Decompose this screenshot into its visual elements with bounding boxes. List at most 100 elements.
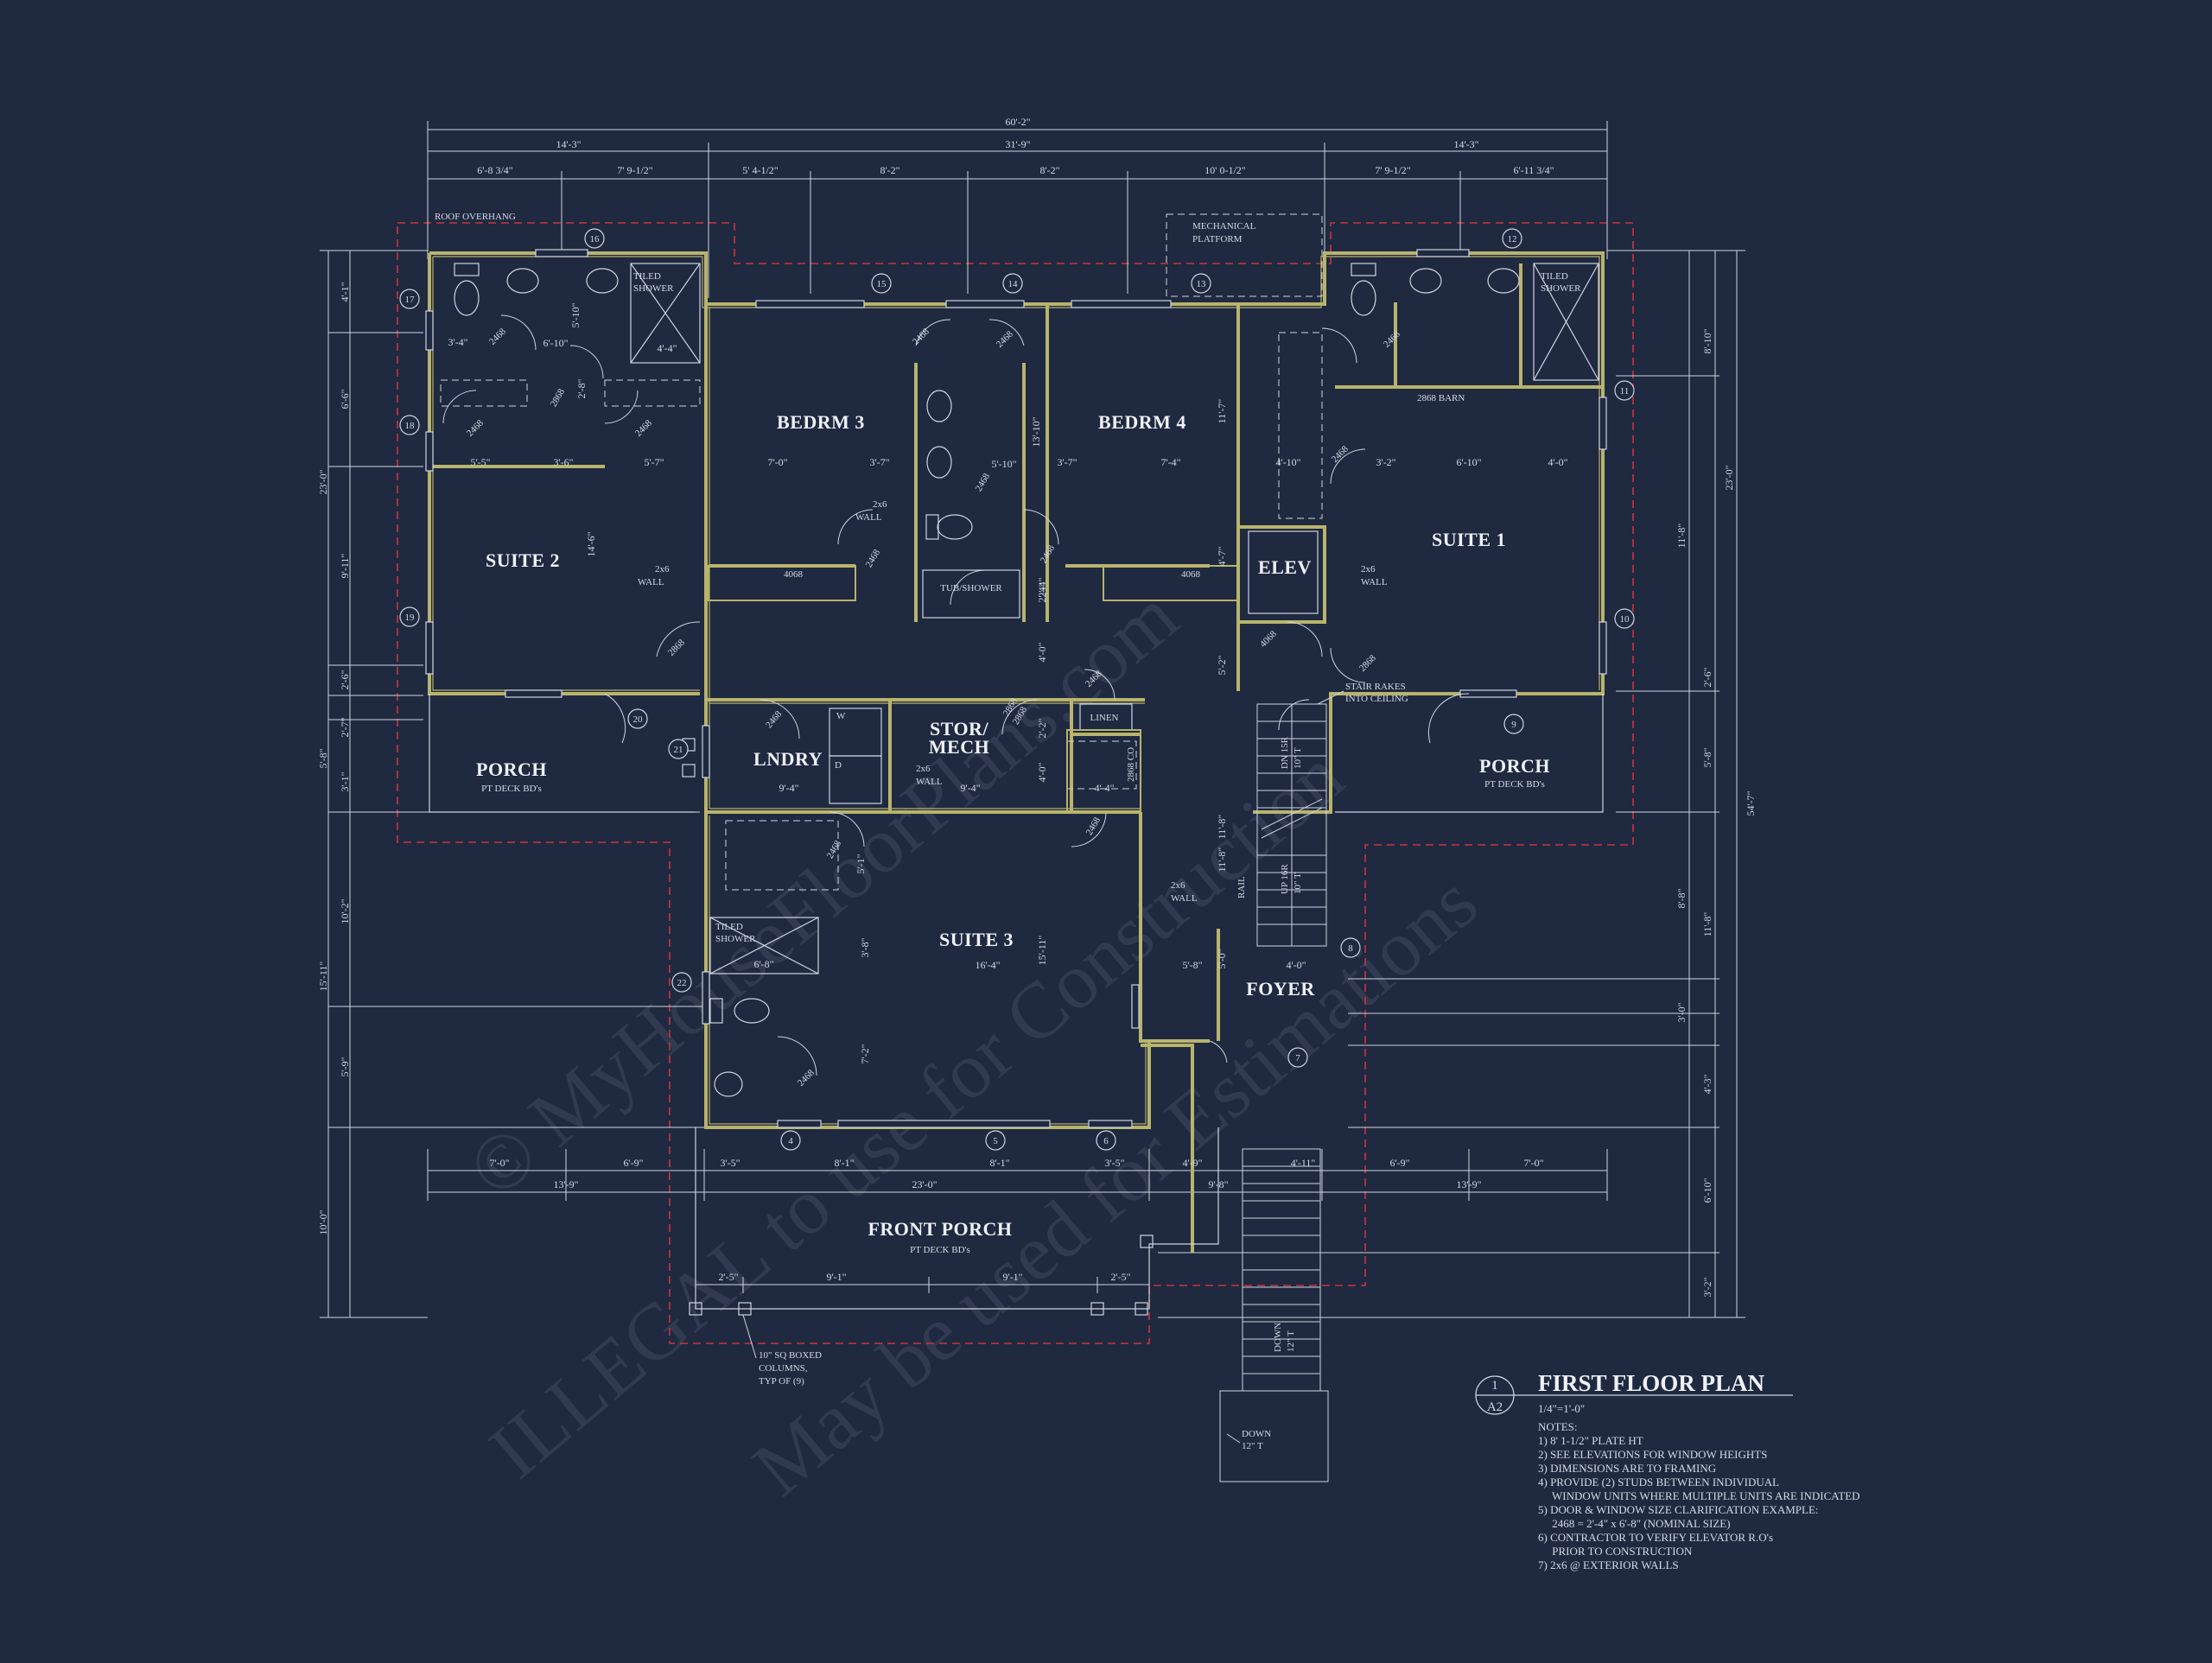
exterior-stair: [1219, 1148, 1329, 1482]
interior-dim-35: 5'-8": [1182, 959, 1202, 971]
room-stor-mech-2: MECH: [929, 736, 989, 758]
dimension-lines: [320, 121, 1745, 1318]
left-dim-4: 9'-11": [339, 554, 351, 579]
bottom-dim-3: 3'-5": [720, 1157, 740, 1169]
right-dim-3: 11'-8": [1675, 524, 1688, 549]
door-tag-1: 2468: [487, 327, 508, 347]
right-dim-11: 3'-2": [1701, 1277, 1713, 1297]
door-tag-14: 2468: [1039, 543, 1058, 565]
porch-dim-4: 2'-5": [1110, 1271, 1130, 1283]
interior-dim-25: 9'-4": [779, 782, 798, 794]
door-tag-13: 2468: [974, 472, 993, 493]
top-detail-6: 10' 0-1/2": [1205, 164, 1245, 176]
room-stor-mech-1: STOR/: [930, 718, 989, 739]
window-tag-14: 14: [1002, 273, 1023, 294]
door-tag-16: 4068: [1258, 629, 1279, 650]
porch-dim-3: 9'-1": [1002, 1271, 1022, 1283]
bottom-dim-6: 3'-5": [1104, 1157, 1124, 1169]
room-suite-2: SUITE 2: [486, 549, 560, 571]
door-tag-12: 2468: [864, 548, 883, 569]
window-tag-18: 18: [399, 415, 420, 435]
window-tag-label: 10: [1620, 614, 1630, 625]
window-tag-circle: [584, 228, 605, 249]
note-5: WINDOW UNITS WHERE MULTIPLE UNITS ARE IN…: [1538, 1489, 1860, 1502]
bottom-dim-10: 7'-0": [1523, 1157, 1543, 1169]
window-tag-label: 19: [405, 613, 416, 623]
mech-platform-label-2: PLATFORM: [1192, 234, 1243, 244]
interior-dim-8: 5'-7": [644, 456, 664, 468]
up-16r-tread: 10" T: [1293, 873, 1303, 894]
wall-fills: [432, 256, 1600, 1125]
door-tag-22: 2468: [796, 1068, 817, 1089]
rail-label: RAIL: [1236, 876, 1247, 898]
wall-2x6-1a: 2x6: [655, 564, 670, 574]
leader-lines: [742, 690, 1344, 1444]
window-tag-label: 12: [1508, 234, 1517, 244]
interior-dim-20: 14'-6": [585, 531, 597, 556]
window-tag-6: 6: [1096, 1130, 1116, 1151]
door-tag-2: 2868: [549, 387, 568, 409]
door-swings: [442, 314, 1470, 1076]
door-tags: 2468 2868 2468 2468 2868 2468 2468 2468 2468 4068…: [465, 327, 1402, 1089]
top-detail-1: 6'-8 3/4": [477, 164, 512, 176]
roof-overhang-outline: [397, 222, 1634, 1344]
right-dim-5: 5'-8": [1701, 747, 1713, 767]
left-dim-9: 10'-2": [339, 898, 351, 924]
note-2: 2) SEE ELEVATIONS FOR WINDOW HEIGHTS: [1538, 1448, 1767, 1461]
interior-dim-38: 11'-8": [1216, 815, 1228, 840]
door-tag-7: 2468: [995, 329, 1015, 350]
left-dim-12: 10'-0": [317, 1209, 329, 1235]
left-dim-7: 5'-8": [317, 748, 329, 768]
bottom-dim-7: 4'-9": [1182, 1157, 1202, 1169]
interior-dim-29: 5'-1": [855, 854, 867, 873]
window-tag-5: 5: [985, 1130, 1006, 1151]
room-foyer: FOYER: [1246, 978, 1315, 1000]
bottom-total-1: 13'-9": [553, 1178, 578, 1190]
plumbing-fixtures: [454, 263, 1599, 1097]
interior-stair: [1256, 703, 1327, 947]
interior-dim-19: 11'-7": [1216, 399, 1228, 424]
right-dim-1: 8'-10": [1701, 328, 1713, 353]
window-tag-17: 17: [399, 289, 420, 309]
interior-dim-40: 11'-8": [1216, 847, 1228, 873]
window-tag-circle: [399, 606, 420, 627]
window-tag-circle: [668, 739, 689, 759]
interior-dim-32: 16'-4": [975, 959, 1000, 971]
left-dim-2: 6'-6": [339, 389, 351, 409]
right-dim-2: 23'-0": [1723, 465, 1735, 490]
window-tag-circle: [399, 415, 420, 435]
bottom-dim-5: 8'-1": [989, 1157, 1009, 1169]
note-6: 5) DOOR & WINDOW SIZE CLARIFICATION EXAM…: [1538, 1503, 1819, 1516]
closets: [440, 213, 1323, 891]
window-tag-circle: [1614, 380, 1635, 401]
watermark-line-1: © MyHouseFloorPlans.com: [451, 571, 1193, 1214]
interior-dim-13: 3'-7": [1057, 456, 1077, 468]
left-dim-5: 2'-6": [339, 670, 351, 689]
top-detail-8: 6'-11 3/4": [1514, 164, 1554, 176]
interior-dim-14: 7'-4": [1160, 456, 1180, 468]
bottom-dim-8: 4'-11": [1291, 1157, 1316, 1169]
right-total-dim: 54'-7": [1745, 790, 1757, 816]
tiled-shower-label-2a: TILED: [1541, 271, 1568, 282]
window-tag-label: 18: [405, 421, 416, 431]
interior-dim-11: 5'-10": [991, 458, 1016, 470]
right-dim-10: 6'-10": [1701, 1177, 1713, 1203]
window-tag-label: 17: [405, 295, 416, 305]
wall-2x6-5a: 2x6: [1171, 880, 1185, 891]
window-tag-7: 7: [1287, 1047, 1308, 1068]
top-detail-2: 7' 9-1/2": [617, 164, 652, 176]
left-dim-1: 4'-1": [339, 282, 351, 301]
wall-2x6-2a: 2x6: [873, 499, 887, 510]
top-detail-5: 8'-2": [1039, 164, 1059, 176]
note-10: 7) 2x6 @ EXTERIOR WALLS: [1538, 1558, 1679, 1571]
interior-dim-17: 6'-10": [1456, 456, 1481, 468]
door-tag-5: 2868: [666, 638, 687, 658]
right-dim-4: 2'-6": [1701, 667, 1713, 687]
window-tag-label: 15: [877, 279, 887, 289]
bottom-dim-9: 6'-9": [1389, 1157, 1409, 1169]
door-tag-17: 2468: [764, 708, 785, 730]
left-dim-6: 2'-7": [339, 717, 351, 737]
interior-dim-10: 3'-7": [869, 456, 889, 468]
window-tag-circle: [671, 972, 692, 993]
watermark: © MyHouseFloorPlans.com ILLEGAL to use f…: [451, 571, 1493, 1512]
